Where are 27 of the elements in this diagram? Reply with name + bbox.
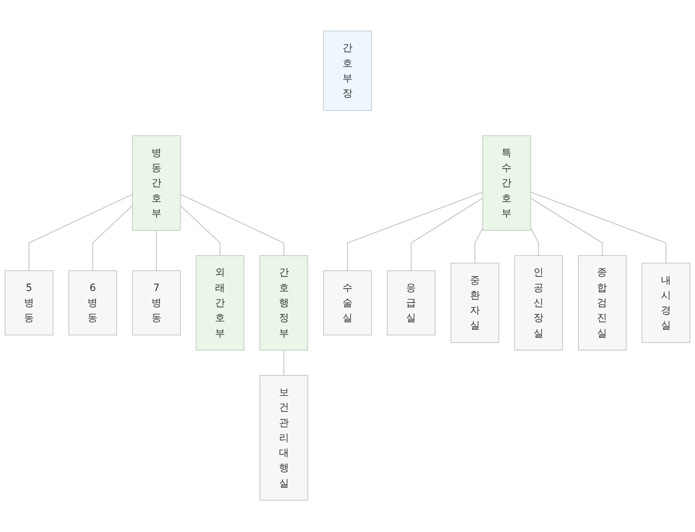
node-box: 5병동 xyxy=(4,270,54,336)
node-box: 응급실 xyxy=(386,270,436,336)
node-box: 간호행정부 xyxy=(260,256,308,351)
node-box: 6병동 xyxy=(68,270,117,336)
node-box: 외래간호부 xyxy=(196,256,244,351)
connector xyxy=(410,198,484,272)
node-box: 인공신장실 xyxy=(514,256,563,351)
connector xyxy=(92,205,133,272)
node-box: 간호부장 xyxy=(323,31,372,112)
node-box: 종합검진실 xyxy=(578,256,627,351)
node-box: 특수간호부 xyxy=(482,136,532,231)
connector xyxy=(283,350,284,376)
connector xyxy=(530,228,540,256)
connector xyxy=(530,192,666,264)
node-box: 중환자실 xyxy=(450,263,500,344)
node-box: 병동간호부 xyxy=(132,136,181,231)
connector xyxy=(474,228,484,264)
node-box: 보건관리대행실 xyxy=(260,375,308,501)
node-box: 수술실 xyxy=(323,270,372,336)
node-box: 내시경실 xyxy=(642,263,690,344)
connector xyxy=(28,194,133,272)
connector xyxy=(180,194,284,256)
node-box: 7병동 xyxy=(132,270,181,336)
connector xyxy=(530,198,603,256)
connector xyxy=(156,230,157,272)
connector xyxy=(180,205,221,256)
connector xyxy=(347,192,484,272)
